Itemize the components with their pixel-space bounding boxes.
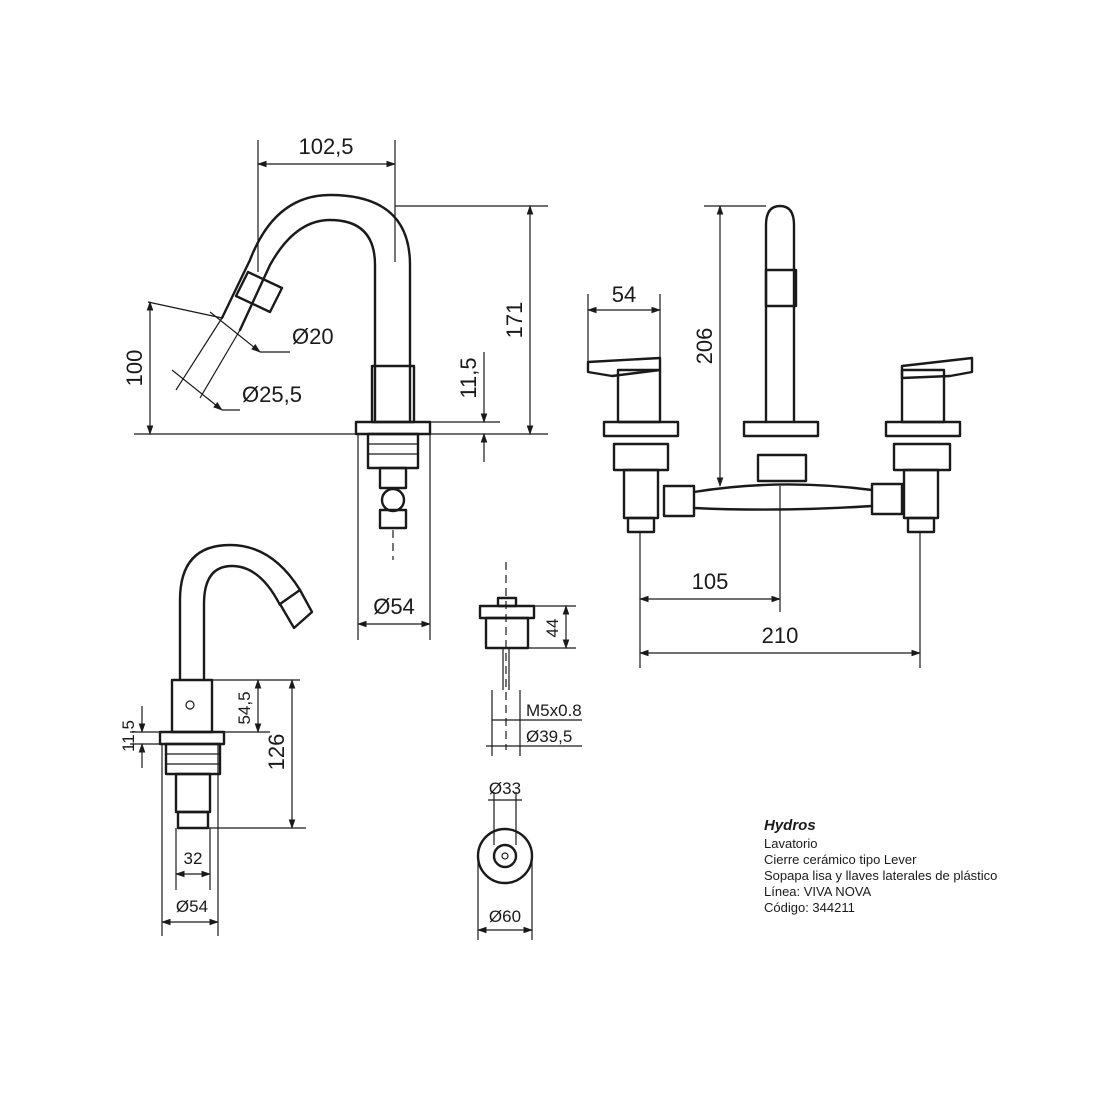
plug-view: Ø33 Ø60 — [476, 779, 534, 940]
dim-plug-inner: Ø33 — [489, 779, 521, 798]
product-code: Código: 344211 — [764, 900, 855, 915]
side-view: 102,5 171 11,5 100 Ø20 Ø25,5 Ø54 — [122, 134, 548, 640]
product-description: Sopapa lisa y llaves laterales de plásti… — [764, 868, 998, 883]
dim-front-spacing: 210 — [762, 623, 799, 648]
dim-side-width: 102,5 — [298, 134, 353, 159]
dim-side-base: Ø54 — [373, 594, 415, 619]
drain-view: 44 M5x0.8 Ø39,5 — [478, 562, 582, 756]
dim-drain-height: 44 — [543, 619, 562, 638]
dim-drain-diameter: Ø39,5 — [526, 727, 572, 746]
product-closure: Cierre cerámico tipo Lever — [764, 852, 917, 867]
product-info: Hydros Lavatorio Cierre cerámico tipo Le… — [764, 816, 1084, 916]
dim-spout-drop: 100 — [122, 350, 147, 387]
brand-name: Hydros — [764, 817, 816, 834]
dim-side-height: 171 — [502, 302, 527, 339]
dim-bottom-base-width: 32 — [184, 849, 203, 868]
dim-bottom-body: 54,5 — [235, 691, 254, 724]
dim-bottom-base-diameter: Ø54 — [176, 897, 208, 916]
dim-front-half-spacing: 105 — [692, 569, 729, 594]
dim-front-height: 206 — [692, 328, 717, 365]
dim-spout-outer: Ø25,5 — [242, 382, 302, 407]
dim-front-lever: 54 — [612, 282, 636, 307]
dim-bottom-flange: 11,5 — [119, 720, 138, 752]
product-type: Lavatorio — [764, 836, 818, 851]
dim-spout-inner: Ø20 — [292, 324, 334, 349]
dim-drain-thread: M5x0.8 — [526, 701, 582, 720]
product-line: Línea: VIVA NOVA — [764, 884, 872, 899]
dim-bottom-height: 126 — [264, 734, 289, 771]
dim-side-flange: 11,5 — [456, 357, 481, 398]
front-view: 54 206 105 210 — [586, 204, 974, 668]
bottom-left-view: 54,5 126 11,5 32 Ø54 — [119, 543, 314, 936]
dim-plug-outer: Ø60 — [489, 907, 521, 926]
